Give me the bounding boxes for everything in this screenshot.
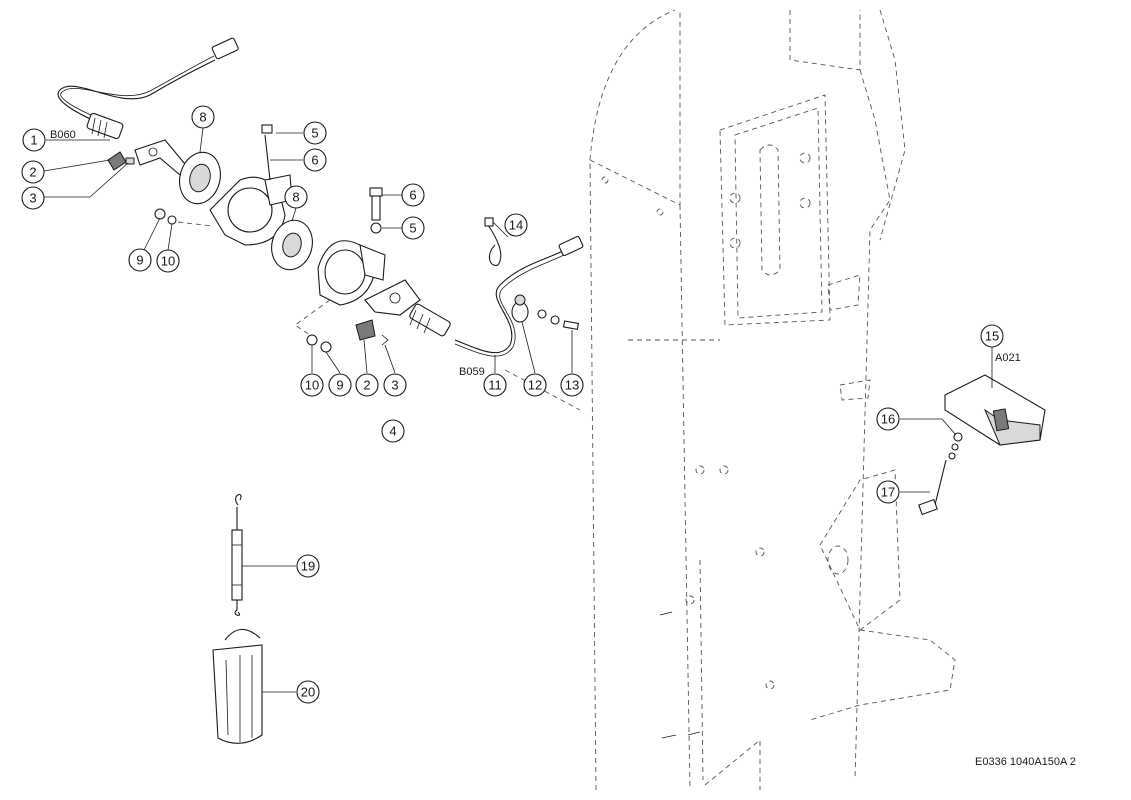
callout-11: 11 bbox=[483, 373, 507, 397]
svg-text:8: 8 bbox=[199, 110, 206, 125]
svg-text:2: 2 bbox=[29, 165, 36, 180]
svg-text:6: 6 bbox=[311, 153, 318, 168]
svg-text:9: 9 bbox=[136, 253, 143, 268]
callout-5: 5 bbox=[303, 121, 327, 145]
callout-13: 13 bbox=[560, 373, 584, 397]
svg-text:12: 12 bbox=[528, 378, 542, 393]
svg-text:17: 17 bbox=[881, 485, 895, 500]
callout-2: 2 bbox=[355, 373, 379, 397]
callout-10: 10 bbox=[300, 373, 324, 397]
callout-2: 2 bbox=[21, 160, 45, 184]
svg-text:15: 15 bbox=[985, 329, 999, 344]
grip-20 bbox=[212, 628, 263, 744]
svg-text:3: 3 bbox=[29, 191, 36, 206]
callout-9: 9 bbox=[128, 248, 152, 272]
callout-3: 3 bbox=[383, 373, 407, 397]
svg-text:14: 14 bbox=[509, 218, 523, 233]
callout-4: 4 bbox=[381, 419, 405, 443]
module-a021 bbox=[918, 374, 1046, 516]
svg-text:3: 3 bbox=[391, 378, 398, 393]
svg-text:19: 19 bbox=[301, 559, 315, 574]
bracket-assembly-center bbox=[294, 187, 421, 353]
svg-text:9: 9 bbox=[336, 378, 343, 393]
callout-16: 16 bbox=[876, 407, 900, 431]
svg-text:4: 4 bbox=[389, 424, 396, 439]
callout-17: 17 bbox=[876, 480, 900, 504]
callout-6: 6 bbox=[303, 148, 327, 172]
callout-3: 3 bbox=[21, 186, 45, 210]
callout-14: 14 bbox=[504, 213, 528, 237]
machine-frame bbox=[589, 9, 956, 791]
label-a021: A021 bbox=[995, 352, 1021, 364]
svg-text:16: 16 bbox=[881, 412, 895, 427]
callout-15: 15 bbox=[980, 324, 1004, 348]
svg-text:8: 8 bbox=[292, 190, 299, 205]
callout-20: 20 bbox=[296, 680, 320, 704]
label-b059: B059 bbox=[459, 366, 485, 378]
svg-text:13: 13 bbox=[565, 378, 579, 393]
sensor-b059 bbox=[409, 217, 584, 411]
svg-text:10: 10 bbox=[305, 378, 319, 393]
callout-8: 8 bbox=[284, 185, 308, 209]
callout-9: 9 bbox=[328, 373, 352, 397]
svg-text:1: 1 bbox=[30, 133, 37, 148]
svg-text:2: 2 bbox=[363, 378, 370, 393]
callout-1: 1 bbox=[22, 128, 46, 152]
svg-text:6: 6 bbox=[409, 188, 416, 203]
spring-19 bbox=[231, 494, 243, 616]
callout-8: 8 bbox=[191, 105, 215, 129]
sensor-b060 bbox=[57, 37, 239, 176]
leader-lines bbox=[43, 127, 993, 693]
callout-12: 12 bbox=[523, 373, 547, 397]
svg-text:20: 20 bbox=[301, 685, 315, 700]
svg-text:5: 5 bbox=[311, 126, 318, 141]
svg-text:10: 10 bbox=[161, 254, 175, 269]
label-b060: B060 bbox=[50, 129, 76, 141]
reference-code: E0336 1040A150A 2 bbox=[975, 756, 1076, 768]
svg-text:11: 11 bbox=[488, 378, 502, 393]
callout-6: 6 bbox=[401, 183, 425, 207]
svg-text:5: 5 bbox=[409, 221, 416, 236]
callout-19: 19 bbox=[296, 554, 320, 578]
callout-10: 10 bbox=[156, 249, 180, 273]
callout-5: 5 bbox=[401, 216, 425, 240]
